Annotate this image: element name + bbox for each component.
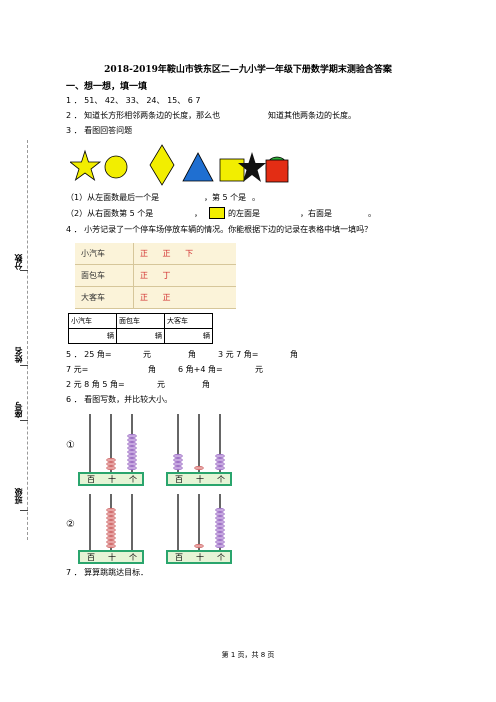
name-underline — [20, 365, 28, 366]
yellow-star — [70, 149, 102, 182]
question-6: 6 ． 看图写数，并比较大小。 — [66, 395, 173, 404]
record-label: 大客车 — [75, 286, 134, 309]
yellow-rectangle — [219, 158, 245, 182]
table-row: 小汽车 面包车 大客车 — [68, 313, 213, 329]
id-label: 座号 — [14, 402, 23, 418]
q5-line2-d: 元 — [255, 365, 263, 374]
question-2-part-b: 知道其他两条边的长度。 — [268, 111, 356, 120]
blue-triangle — [182, 152, 214, 182]
abacus-1 — [78, 414, 144, 486]
q5-line2-b: 角 — [148, 365, 156, 374]
abacus-2-label-tens: 十 — [196, 475, 204, 484]
page-title: 2018-2019年鞍山市铁东区二—九小学一年级下册数学期末测验含答案 — [104, 65, 392, 75]
question-1: 1 ． 51、 42、 33、 24、 15、 6 7 — [66, 96, 201, 105]
question-7: 7 ． 算算跳跳达目标． — [66, 568, 149, 577]
yellow-box-icon — [209, 207, 225, 219]
abacus-1-label-ones: 个 — [129, 475, 137, 484]
q5-line1-e: 角 — [290, 350, 298, 359]
abacus-4 — [166, 494, 232, 564]
question-3-2-d: ，右面是 — [300, 209, 332, 218]
question-4: 4 ． 小芳记录了一个停车场停放车辆的情况。你能根据下边的记录在表格中填一填吗？ — [66, 225, 373, 234]
question-3: 3 ． 看图回答问题 — [66, 126, 133, 135]
shapes-row-right — [238, 152, 289, 183]
abacus-4-label-tens: 十 — [196, 553, 204, 562]
table-row: 大客车 正 正 — [75, 286, 236, 309]
abacus-2-label-hundreds: 百 — [175, 475, 183, 484]
record-tally: 正 丁 — [133, 264, 236, 287]
abacus-2-label-ones: 个 — [217, 475, 225, 484]
table-row: 辆 辆 辆 — [68, 328, 213, 344]
section-heading: 一、想一想，填一填 — [66, 82, 148, 92]
page-footer: 第 1 页，共 8 页 — [221, 651, 275, 659]
q5-line1-d: 3 元 7 角= — [218, 350, 259, 359]
abacus-4-label-hundreds: 百 — [175, 553, 183, 562]
answer-header: 面包车 — [116, 313, 165, 329]
question-3-2-c: 的左面是 — [228, 209, 260, 218]
question-3-1-b: ，第 5 个是 — [204, 193, 247, 202]
class-underline — [20, 510, 28, 511]
abacus-3 — [78, 494, 144, 564]
class-label: 班级 — [14, 488, 23, 504]
question-3-1-c: 。 — [252, 193, 260, 202]
yellow-diamond — [149, 144, 175, 186]
score-underline — [20, 270, 28, 271]
id-underline — [20, 420, 28, 421]
abacus-1-label-hundreds: 百 — [87, 475, 95, 484]
answer-cell[interactable]: 辆 — [68, 328, 117, 344]
abacus-2 — [166, 414, 232, 486]
abacus-1-label-tens: 十 — [108, 475, 116, 484]
q6-mark-1: ① — [66, 440, 75, 451]
question-3-2-e: 。 — [368, 209, 376, 218]
q5-line1-c: 角 — [188, 350, 196, 359]
answer-cell[interactable]: 辆 — [116, 328, 165, 344]
record-label: 面包车 — [75, 264, 134, 287]
table-row: 小汽车 正 正 下 — [75, 243, 236, 265]
q5-line1-b: 元 — [143, 350, 151, 359]
binding-line — [27, 140, 28, 540]
abacus-3-label-hundreds: 百 — [87, 553, 95, 562]
red-square — [265, 159, 289, 183]
question-3-2-b: ， — [194, 209, 202, 218]
yellow-circle — [104, 155, 128, 179]
question-3-1-a: （1）从左面数最后一个是 — [66, 193, 160, 202]
abacus-3-label-tens: 十 — [108, 553, 116, 562]
name-label: 姓名 — [14, 347, 23, 363]
q6-mark-2: ② — [66, 519, 75, 530]
record-tally: 正 正 — [133, 286, 236, 309]
answer-header: 小汽车 — [68, 313, 117, 329]
question-2-part-a: 2 ． 知道长方形相邻两条边的长度，那么也 — [66, 111, 221, 120]
q5-line3-b: 元 — [157, 380, 165, 389]
answer-table: 小汽车 面包车 大客车 辆 辆 辆 — [68, 313, 213, 344]
answer-cell[interactable]: 辆 — [164, 328, 213, 344]
abacus-4-label-ones: 个 — [217, 553, 225, 562]
tally-record-table: 小汽车 正 正 下 面包车 正 丁 大客车 正 正 — [75, 243, 236, 309]
q5-line2-a: 7 元= — [66, 365, 89, 374]
abacus-beads — [106, 457, 116, 471]
q5-line2-c: 6 角+4 角= — [178, 365, 223, 374]
q5-line3-c: 角 — [202, 380, 210, 389]
record-label: 小汽车 — [75, 243, 134, 265]
q5-line3-a: 2 元 8 角 5 角= — [66, 380, 125, 389]
table-row: 面包车 正 丁 — [75, 264, 236, 287]
question-3-2-a: （2）从右面数第 5 个是 — [66, 209, 154, 218]
abacus-3-label-ones: 个 — [129, 553, 137, 562]
black-star — [238, 152, 266, 182]
score-label: 分数 — [14, 254, 23, 270]
q5-line1-a: 5 ． 25 角= — [66, 350, 112, 359]
answer-header: 大客车 — [164, 313, 213, 329]
record-tally: 正 正 下 — [133, 243, 236, 265]
